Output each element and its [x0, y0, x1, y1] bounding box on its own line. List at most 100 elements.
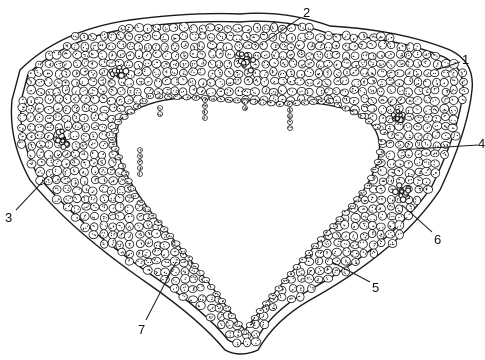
cell-stipple	[175, 27, 176, 28]
parenchyma-cell	[88, 34, 96, 41]
cell-stipple	[147, 223, 148, 224]
cell-stipple	[320, 57, 321, 58]
cell-stipple	[227, 325, 228, 326]
cell-stipple	[156, 245, 157, 246]
cell-stipple	[125, 172, 126, 173]
cell-stipple	[218, 298, 219, 299]
cell-stipple	[377, 127, 378, 128]
cell-stipple	[60, 98, 61, 99]
cell-stipple	[291, 71, 292, 72]
hanging-cell	[243, 100, 248, 105]
cell-stipple	[246, 35, 247, 36]
cell-stipple	[129, 27, 130, 28]
cell-stipple	[364, 62, 365, 63]
parenchyma-cell	[305, 88, 313, 96]
parenchyma-cell	[217, 32, 226, 40]
parenchyma-cell	[53, 160, 62, 167]
vascular-bundle-cell	[400, 190, 404, 194]
cell-stipple	[210, 286, 211, 287]
parenchyma-cell	[215, 61, 222, 68]
parenchyma-cell	[315, 42, 324, 49]
cell-stipple	[370, 43, 371, 44]
cell-stipple	[238, 28, 239, 29]
parenchyma-cell	[89, 140, 98, 149]
cell-stipple	[237, 63, 238, 64]
cell-stipple	[92, 134, 93, 135]
cell-stipple	[301, 279, 302, 280]
cell-stipple	[254, 318, 255, 319]
cavity-lining-cell	[380, 129, 388, 134]
cell-stipple	[85, 44, 86, 45]
parenchyma-cell	[388, 97, 397, 105]
cell-stipple	[307, 36, 308, 37]
cavity-lining-cell	[192, 95, 200, 100]
cell-stipple	[398, 135, 399, 136]
cell-stipple	[445, 98, 446, 99]
cell-stipple	[220, 81, 221, 82]
cell-stipple	[261, 44, 262, 45]
cell-stipple	[131, 112, 132, 113]
cell-stipple	[193, 72, 194, 73]
parenchyma-cell	[217, 88, 225, 96]
cell-stipple	[120, 244, 121, 245]
cell-stipple	[444, 100, 445, 101]
cell-stipple	[113, 119, 114, 120]
cell-stipple	[191, 29, 192, 30]
cell-stipple	[139, 92, 140, 93]
cell-stipple	[427, 127, 428, 128]
cell-stipple	[366, 226, 367, 227]
parenchyma-cell	[315, 267, 324, 275]
cell-stipple	[237, 335, 238, 336]
cell-stipple	[121, 82, 122, 83]
cell-stipple	[390, 102, 391, 103]
cell-stipple	[321, 240, 322, 241]
parenchyma-cell	[260, 320, 269, 329]
cell-stipple	[380, 169, 381, 170]
cell-stipple	[388, 177, 389, 178]
cell-stipple	[66, 170, 67, 171]
parenchyma-cell	[73, 194, 81, 202]
cell-stipple	[426, 172, 427, 173]
cell-stipple	[166, 46, 167, 47]
cell-stipple	[378, 209, 379, 210]
cell-stipple	[313, 245, 314, 246]
cavity-lining-cell	[127, 109, 135, 114]
cell-stipple	[227, 66, 228, 67]
parenchyma-cell	[378, 167, 387, 176]
cell-stipple	[67, 181, 68, 182]
cell-stipple	[57, 155, 58, 156]
cell-stipple	[69, 133, 70, 134]
cell-stipple	[102, 232, 103, 233]
cell-stipple	[165, 63, 166, 64]
cell-stipple	[415, 48, 416, 49]
parenchyma-cell	[143, 33, 151, 40]
cell-stipple	[381, 71, 382, 72]
cell-stipple	[419, 65, 420, 66]
parenchyma-cell	[397, 60, 406, 67]
cell-stipple	[75, 62, 76, 63]
cell-stipple	[160, 108, 161, 109]
cell-stipple	[402, 63, 403, 64]
cell-stipple	[292, 289, 293, 290]
cell-stipple	[307, 34, 308, 35]
cell-stipple	[407, 127, 408, 128]
parenchyma-cell	[35, 104, 44, 113]
parenchyma-cell	[98, 41, 106, 50]
cell-stipple	[130, 54, 131, 55]
cell-stipple	[409, 162, 410, 163]
cell-stipple	[65, 53, 66, 54]
cell-stipple	[84, 100, 85, 101]
parenchyma-cell	[368, 194, 377, 203]
cell-stipple	[193, 288, 194, 289]
cell-stipple	[380, 84, 381, 85]
cell-stipple	[245, 90, 246, 91]
parenchyma-cell	[340, 77, 349, 85]
parenchyma-cell	[91, 203, 100, 211]
cell-stipple	[175, 56, 176, 57]
cell-stipple	[111, 125, 112, 126]
cell-stipple	[334, 272, 335, 273]
cell-stipple	[301, 273, 302, 274]
cell-stipple	[283, 38, 284, 39]
cell-stipple	[92, 225, 93, 226]
parenchyma-cell	[305, 69, 314, 77]
